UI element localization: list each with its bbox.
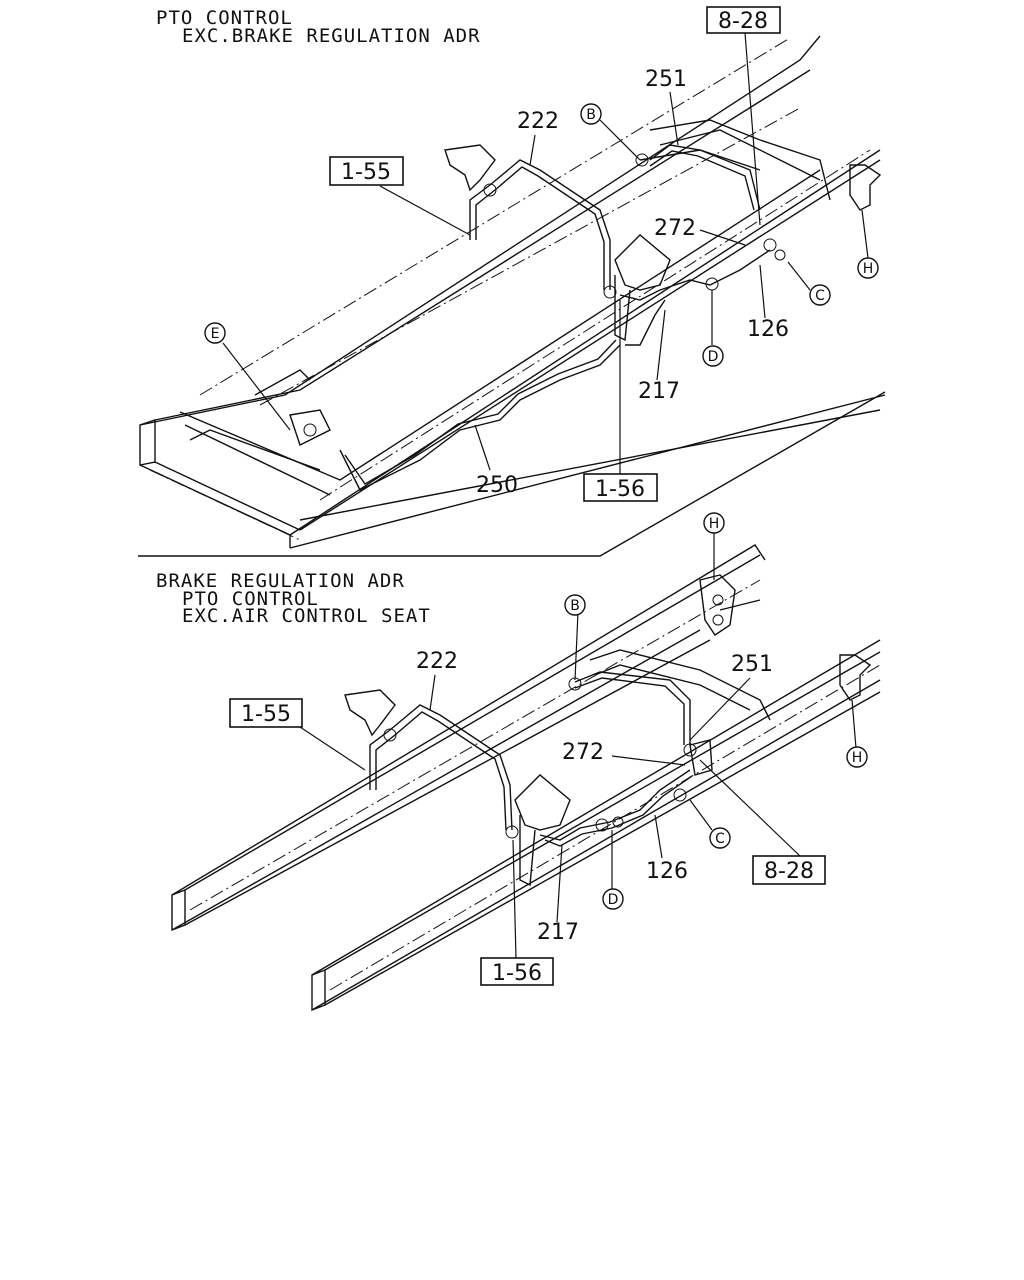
bottom-part-217: 217 [537, 920, 579, 945]
bottom-callout-d: D [608, 892, 619, 908]
top-callout-h: H [863, 261, 874, 277]
bottom-section: BRAKE REGULATION ADR PTO CONTROL EXC.AIR… [156, 512, 881, 1012]
section-divider [138, 391, 886, 557]
top-bracket-mid [614, 234, 671, 291]
bottom-ref-box-1-55 [229, 698, 303, 728]
top-heading-line-2: EXC.BRAKE REGULATION ADR [182, 25, 481, 47]
top-ref-1-55: 1-55 [341, 160, 391, 185]
top-ref-box-8-28 [706, 6, 781, 34]
bottom-callout-c-circle [709, 827, 731, 849]
bottom-bracket-mid-plate [519, 815, 536, 887]
top-callout-e: E [211, 326, 220, 342]
bottom-callout-h-right-circle [846, 746, 868, 768]
top-callout-b: B [586, 107, 596, 123]
bottom-ref-1-56: 1-56 [492, 961, 542, 986]
top-ref-box-1-56 [583, 473, 658, 502]
bottom-heading-line-3: EXC.AIR CONTROL SEAT [182, 605, 431, 627]
top-callout-c: C [815, 288, 825, 304]
top-ref-box-1-55 [329, 156, 404, 186]
top-valve-e [289, 409, 331, 446]
top-part-251: 251 [645, 67, 687, 92]
bottom-chassis-frame [171, 544, 881, 1012]
bottom-bracket-top-right [699, 574, 736, 636]
bottom-bracket-left [344, 689, 396, 737]
bottom-callout-b: B [570, 598, 580, 614]
bottom-part-251: 251 [731, 652, 773, 677]
bottom-fittings [383, 594, 724, 839]
bottom-callout-b-circle [564, 594, 586, 616]
bottom-bracket-mid [514, 774, 571, 831]
top-chassis-frame [139, 35, 886, 549]
bottom-ref-8-28: 8-28 [764, 859, 814, 884]
bottom-callout-h-right: H [852, 750, 863, 766]
top-ref-1-56: 1-56 [595, 477, 645, 502]
top-part-222: 222 [517, 109, 559, 134]
top-bracket-right [849, 164, 882, 211]
top-leader-lines [222, 32, 869, 474]
bottom-bracket-right [839, 654, 872, 701]
top-callout-d-circle [702, 345, 724, 367]
bottom-heading-line-2: PTO CONTROL [182, 588, 319, 610]
bottom-part-126: 126 [646, 859, 688, 884]
bottom-bracket-valve [689, 739, 713, 776]
top-heading-line-1: PTO CONTROL [156, 7, 293, 29]
top-callout-b-circle [580, 103, 602, 125]
bottom-ref-box-8-28 [752, 855, 826, 885]
bottom-part-222: 222 [416, 649, 458, 674]
bottom-callout-h-top-circle [703, 512, 725, 534]
bottom-ref-1-55: 1-55 [241, 702, 291, 727]
top-ref-8-28: 8-28 [718, 9, 768, 34]
bottom-air-pipes [369, 671, 693, 847]
top-callout-d: D [708, 349, 719, 365]
bottom-part-272: 272 [562, 740, 604, 765]
top-bracket-mid-plate [614, 275, 631, 342]
bottom-callout-d-circle [602, 888, 624, 910]
top-part-217: 217 [638, 379, 680, 404]
bottom-ref-box-1-56 [480, 957, 554, 986]
top-callout-c-circle [809, 284, 831, 306]
top-callout-e-circle [204, 322, 226, 344]
bottom-callout-h-top: H [709, 516, 720, 532]
top-part-272: 272 [654, 216, 696, 241]
top-part-250: 250 [476, 473, 518, 498]
top-fittings [303, 153, 786, 437]
top-bracket-left [444, 144, 496, 192]
bottom-heading-line-1: BRAKE REGULATION ADR [156, 570, 405, 592]
bottom-callout-c: C [715, 831, 725, 847]
top-part-126: 126 [747, 317, 789, 342]
top-section: PTO CONTROL EXC.BRAKE REGULATION ADR [139, 6, 886, 549]
bottom-leader-lines [299, 533, 857, 959]
top-callout-h-circle [857, 257, 879, 279]
